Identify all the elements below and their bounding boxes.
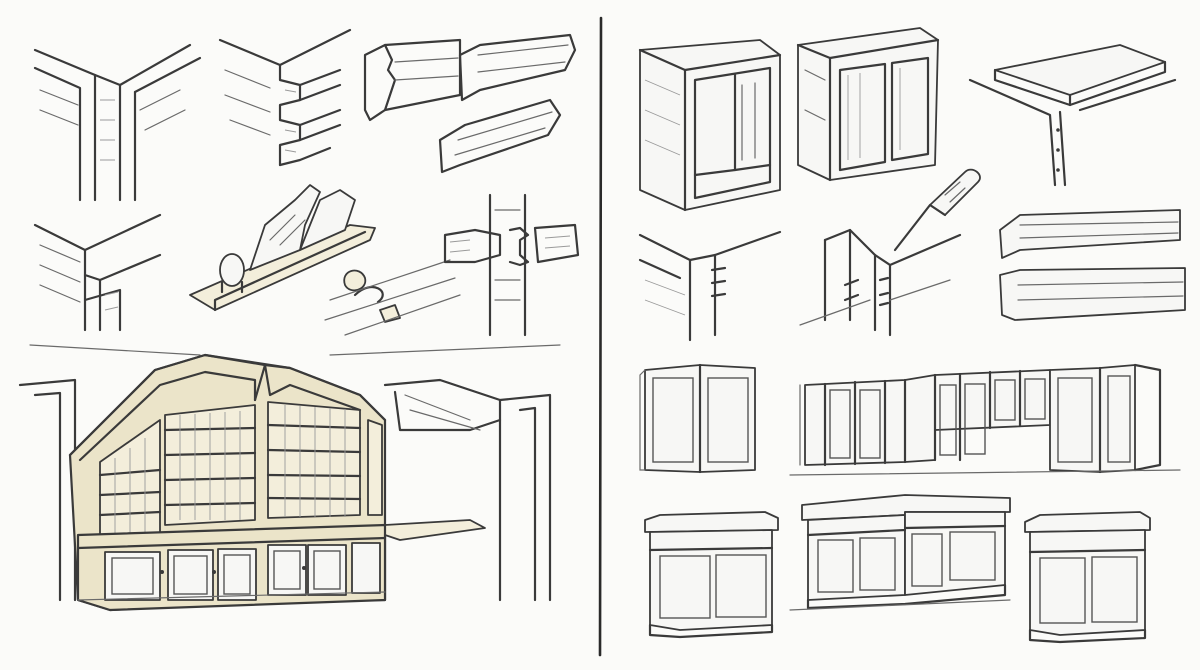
face-frame-cabinet-sketch bbox=[796, 27, 940, 182]
right-panel-modular bbox=[638, 27, 1186, 644]
base-cabinet-right-sketch bbox=[1024, 511, 1151, 644]
built-in-bookshelf-sketch bbox=[18, 344, 561, 612]
moulding-profile-pieces bbox=[363, 33, 577, 174]
countertop-corner-sketch bbox=[968, 44, 1177, 187]
dovetail-joint-sketch bbox=[218, 28, 352, 167]
upper-cabinet-run-sketch bbox=[789, 363, 1181, 476]
mortise-tenon-joint-sketch bbox=[443, 193, 580, 337]
open-cabinet-box-sketch bbox=[638, 39, 782, 212]
hand-plane-sketch bbox=[189, 184, 461, 336]
base-cabinet-single-sketch bbox=[644, 511, 779, 639]
base-cabinet-run-sketch bbox=[789, 494, 1011, 611]
half-lap-joint-sketch bbox=[33, 213, 162, 332]
screwdriver-assembly-sketch bbox=[799, 168, 981, 337]
wall-cabinet-pair-sketch bbox=[639, 363, 756, 474]
butt-joint-screws-sketch bbox=[638, 230, 782, 342]
miter-joint-sketch bbox=[33, 43, 202, 202]
panel-divider bbox=[598, 16, 603, 657]
left-panel-handcrafted bbox=[18, 28, 580, 612]
flat-moulding-pieces bbox=[999, 209, 1186, 321]
